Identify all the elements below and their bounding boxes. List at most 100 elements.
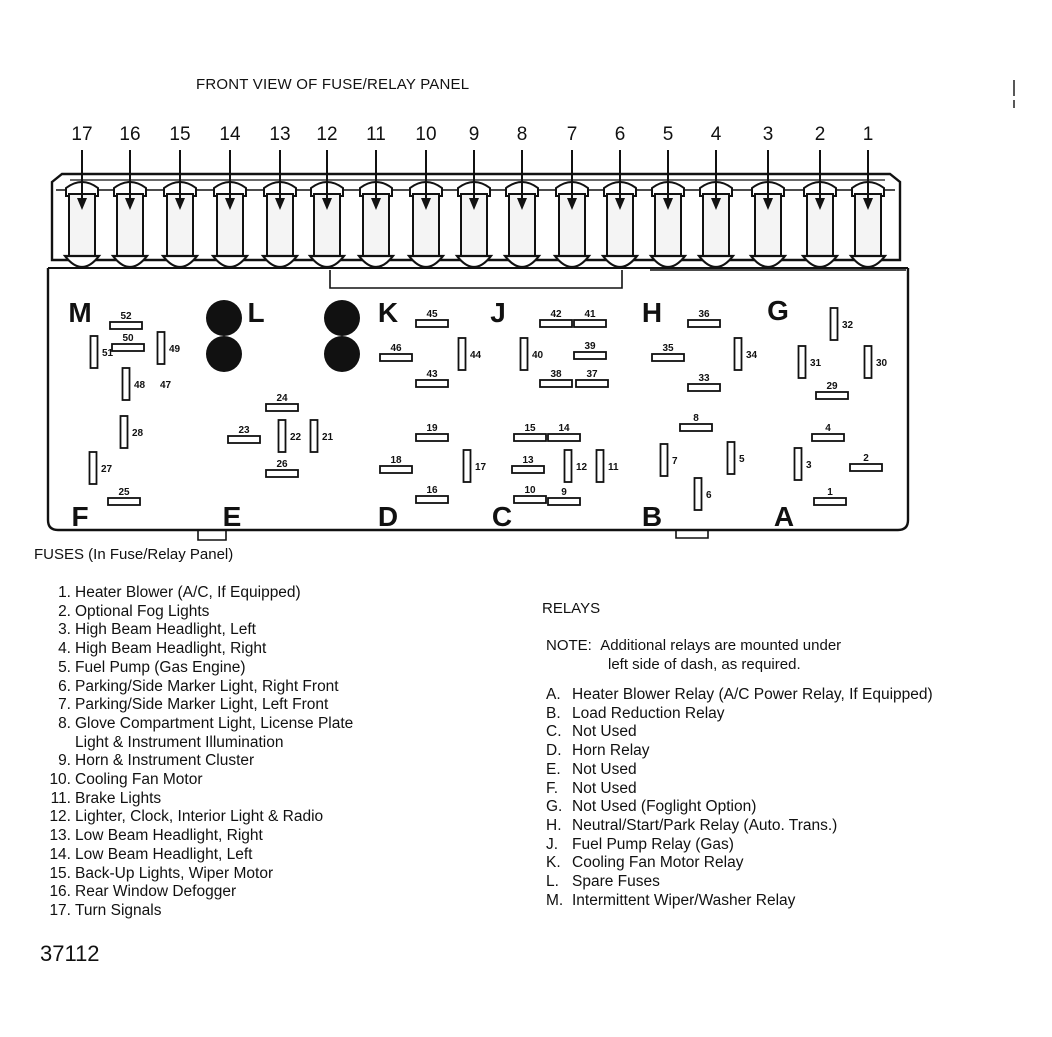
slot-number-label: 27 xyxy=(101,464,113,475)
relay-position-j: J xyxy=(490,297,506,328)
fuse-9 xyxy=(454,150,494,269)
slot-number-label: 26 xyxy=(276,459,288,470)
fuse-number-label: 16 xyxy=(119,124,140,145)
relay-legend-letter: G. xyxy=(546,798,563,816)
slot-number-label: 41 xyxy=(584,309,596,320)
relay-legend-item: H.Neutral/Start/Park Relay (Auto. Trans.… xyxy=(546,817,933,836)
relay-legend-text: Not Used xyxy=(572,723,637,741)
slot-number-label: 32 xyxy=(842,320,854,331)
fuse-legend-item: 13.Low Beam Headlight, Right xyxy=(36,827,353,846)
fuse-14 xyxy=(210,150,250,269)
slot-number-label: 3 xyxy=(806,460,812,471)
slot-37: 37 xyxy=(575,369,609,388)
fuse-legend-text: Brake Lights xyxy=(75,789,162,807)
slot-16: 16 xyxy=(415,485,449,504)
relay-legend-letter: J. xyxy=(546,835,559,853)
slot-number-label: 44 xyxy=(470,350,482,361)
slot-44: 44 xyxy=(457,337,482,371)
fuse-6 xyxy=(600,150,640,269)
fuse-legend-item: Light & Instrument Illumination xyxy=(36,734,353,753)
relay-legend-item: D.Horn Relay xyxy=(546,742,933,761)
fuse-number-label: 13 xyxy=(269,124,290,145)
slot-number-label: 16 xyxy=(426,485,438,496)
slot-47: 47 xyxy=(160,380,172,391)
fuse-legend-number: 8. xyxy=(58,714,71,732)
fuse-legend-text: Light & Instrument Illumination xyxy=(75,733,284,751)
slot-6: 6 xyxy=(693,477,712,511)
slot-24: 24 xyxy=(265,393,299,412)
slot-40: 40 xyxy=(519,337,544,371)
slot-number-label: 13 xyxy=(522,455,534,466)
slot-number-label: 40 xyxy=(532,350,544,361)
slot-49: 49 xyxy=(156,331,181,365)
slot-number-label: 43 xyxy=(426,369,438,380)
fuse-legend-number: 11. xyxy=(50,789,71,807)
fuse-number-label: 2 xyxy=(815,124,826,145)
fuse-legend-number: 12. xyxy=(49,808,71,826)
fuse-3 xyxy=(748,150,788,269)
slot-number-label: 7 xyxy=(672,456,678,467)
fuse-legend-number: 2. xyxy=(58,602,71,620)
slot-number-label: 52 xyxy=(120,311,132,322)
fuse-legend-number: 3. xyxy=(58,621,71,639)
slot-number-label: 29 xyxy=(826,381,838,392)
relay-legend-item: M.Intermittent Wiper/Washer Relay xyxy=(546,892,933,911)
slot-number-label: 47 xyxy=(160,380,172,391)
relay-legend-text: Not Used (Foglight Option) xyxy=(572,798,757,816)
slot-number-label: 51 xyxy=(102,348,114,359)
fuse-number-label: 6 xyxy=(615,124,626,145)
fuse-8 xyxy=(502,150,542,269)
slot-number-label: 4 xyxy=(825,423,831,434)
relay-legend-item: J.Fuel Pump Relay (Gas) xyxy=(546,836,933,855)
slot-number-label: 37 xyxy=(586,369,598,380)
fuse-legend-item: 14.Low Beam Headlight, Left xyxy=(36,846,353,865)
fuse-legend-number: 6. xyxy=(58,677,71,695)
fuse-legend-text: Fuel Pump (Gas Engine) xyxy=(75,658,246,676)
fuse-legend-text: Low Beam Headlight, Right xyxy=(75,827,263,845)
slot-3: 3 xyxy=(793,447,812,481)
spare-fuse-socket xyxy=(206,300,242,336)
slot-1: 1 xyxy=(813,487,847,506)
slot-number-label: 17 xyxy=(475,462,487,473)
fuse-legend-item: 8.Glove Compartment Light, License Plate xyxy=(36,715,353,734)
fuse-12 xyxy=(307,150,347,269)
slot-number-label: 2 xyxy=(863,453,869,464)
relay-legend-text: Cooling Fan Motor Relay xyxy=(572,854,744,872)
slot-34: 34 xyxy=(733,337,758,371)
slot-number-label: 19 xyxy=(426,423,438,434)
slot-32: 32 xyxy=(829,307,854,341)
slot-39: 39 xyxy=(573,341,607,360)
slot-number-label: 11 xyxy=(608,462,619,473)
relay-legend-item: K.Cooling Fan Motor Relay xyxy=(546,854,933,873)
fuse-1 xyxy=(848,150,888,269)
note-line-2: left side of dash, as required. xyxy=(608,656,801,673)
fuse-legend-number: 17. xyxy=(49,901,71,919)
relay-legend-text: Not Used xyxy=(572,760,637,778)
slot-31: 31 xyxy=(797,345,822,379)
fuse-legend-item: 4.High Beam Headlight, Right xyxy=(36,640,353,659)
slot-number-label: 23 xyxy=(238,425,250,436)
fuse-legend-text: Low Beam Headlight, Left xyxy=(75,845,253,863)
slot-18: 18 xyxy=(379,455,413,474)
spare-fuse-group xyxy=(206,300,360,372)
fuse-legend-item: 1.Heater Blower (A/C, If Equipped) xyxy=(36,584,353,603)
relay-position-m: M xyxy=(68,297,91,328)
fuse-number-label: 9 xyxy=(469,124,480,145)
relay-legend-letter: C. xyxy=(546,723,562,741)
relay-position-l: L xyxy=(247,297,264,328)
slot-5: 5 xyxy=(726,441,745,475)
slot-number-label: 12 xyxy=(576,462,588,473)
slot-25: 25 xyxy=(107,487,141,506)
slot-41: 41 xyxy=(573,309,607,328)
fuse-legend-item: 10.Cooling Fan Motor xyxy=(36,771,353,790)
relays-heading: RELAYS xyxy=(542,600,601,617)
slot-number-label: 39 xyxy=(584,341,596,352)
slot-21: 21 xyxy=(309,419,334,453)
slot-46: 46 xyxy=(379,343,413,362)
fuse-legend-item: 9.Horn & Instrument Cluster xyxy=(36,752,353,771)
slot-42: 42 xyxy=(539,309,573,328)
slot-11: 11 xyxy=(595,449,619,483)
slot-number-label: 36 xyxy=(698,309,710,320)
relay-legend-letter: B. xyxy=(546,704,561,722)
